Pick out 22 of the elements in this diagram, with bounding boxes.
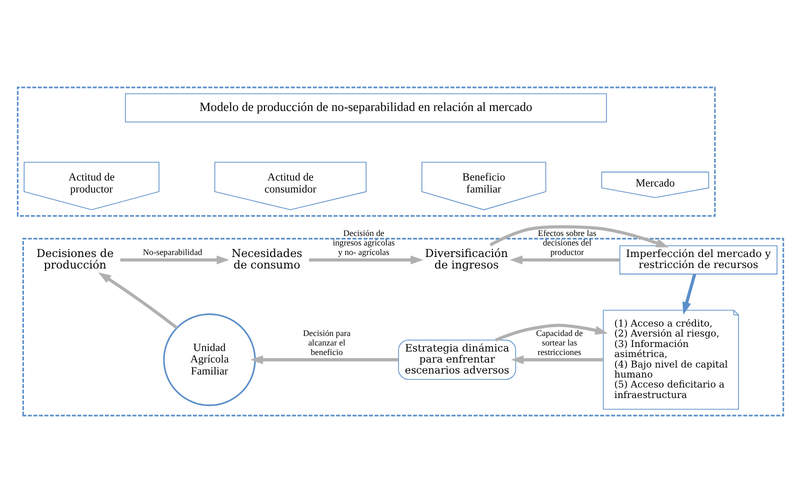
node-circle: Unidad Agrícola Familiar — [163, 313, 256, 406]
edge-label: Efectos sobre las decisiones del productor — [538, 228, 596, 258]
arrow — [510, 256, 620, 264]
node-box: Estrategia dinámica para enfrentar escenarios adversos — [398, 340, 516, 380]
arrow — [120, 256, 230, 264]
arrow — [98, 272, 178, 330]
node-text: Necesidades de consumo — [231, 246, 302, 272]
arrow — [511, 355, 604, 364]
node-box: Modelo de producción de no-separabilidad en relación al mercado — [124, 93, 607, 122]
edge-label: Decisión de ingresos agrícolas y no- agrícolas — [332, 228, 395, 258]
edge-label: No-separabilidad — [142, 247, 202, 258]
edge-label: Decisión para alcanzar el beneficio — [302, 328, 351, 357]
arrow — [490, 225, 669, 248]
arrow — [682, 274, 696, 315]
arrow — [250, 355, 398, 364]
cluster — [16, 86, 716, 217]
node-text: Decisiones de producción — [36, 246, 114, 272]
arrow — [308, 256, 424, 264]
node-text: Diversificación de ingresos — [425, 246, 508, 272]
edge-label: Capacidad de sortear las restricciones — [536, 328, 583, 357]
arrow — [495, 324, 608, 342]
node-box: Imperfección del mercado y restricción de recursos — [619, 245, 778, 274]
